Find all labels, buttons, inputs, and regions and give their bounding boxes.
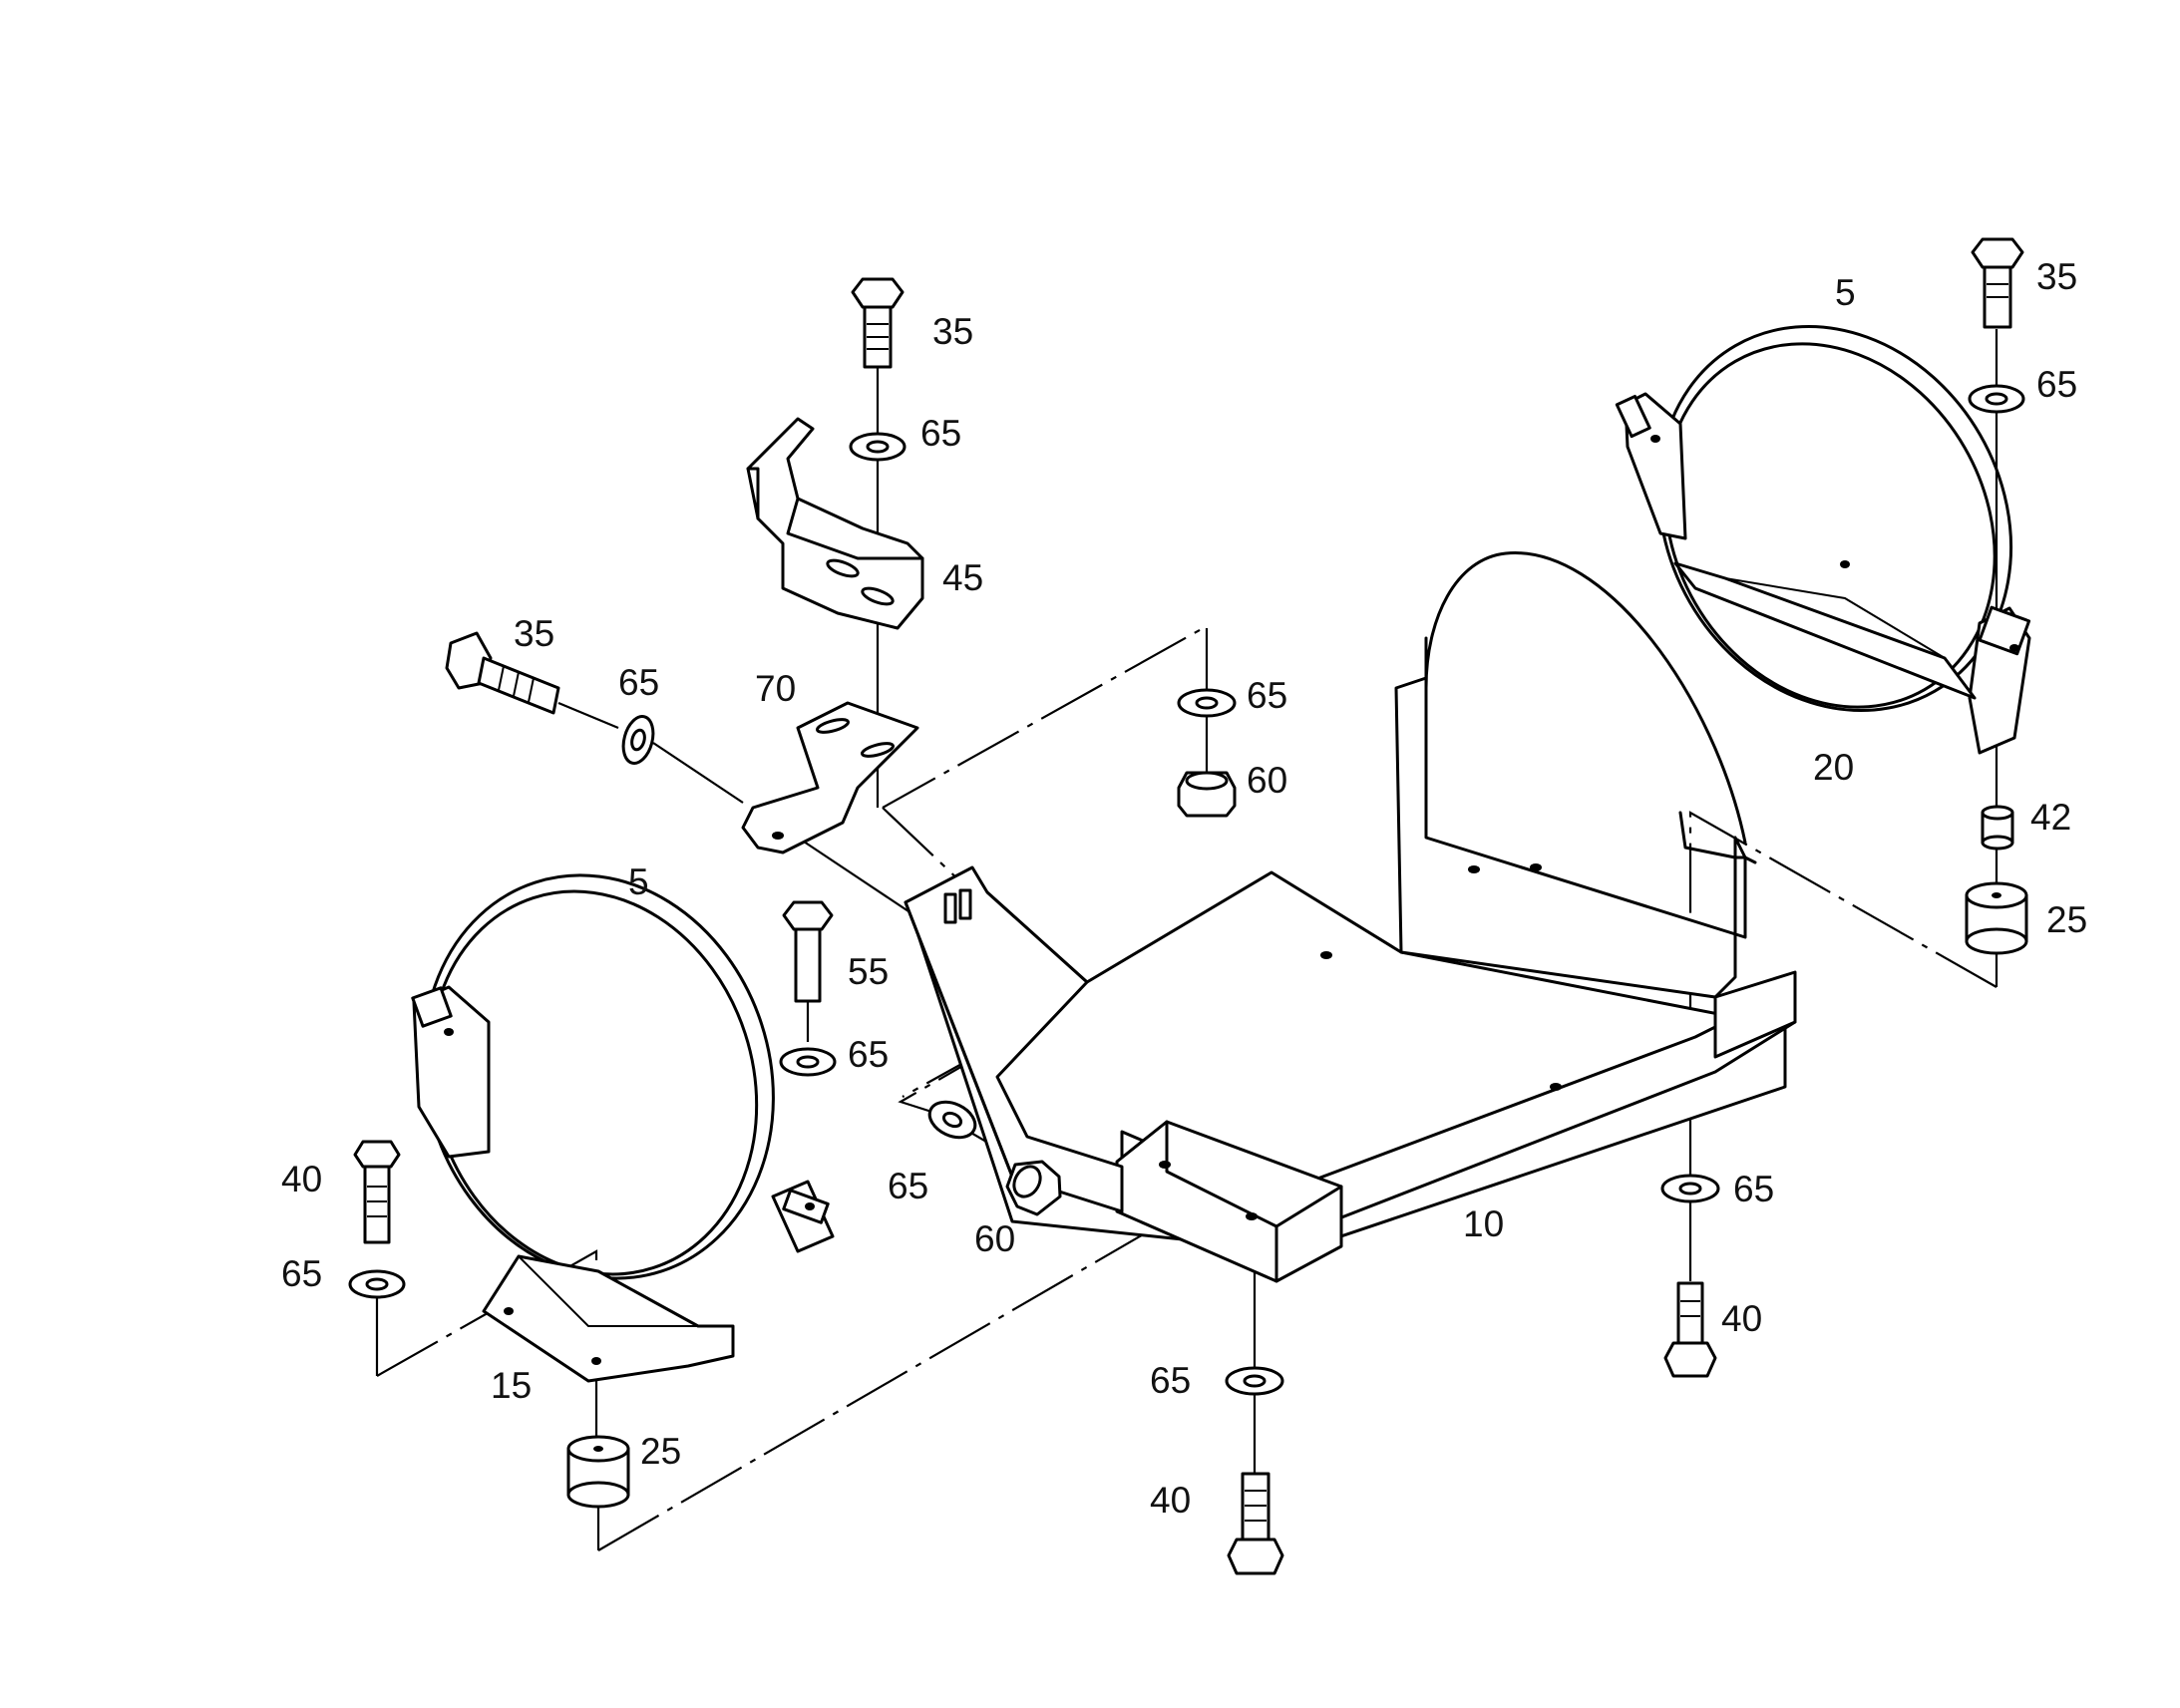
washer-65-top [849,432,907,462]
callout-65-left-low: 65 [281,1253,322,1294]
callout-10: 10 [1463,1203,1504,1244]
washer-65-left [621,715,655,765]
axis-nut-60-mid [882,624,1209,809]
rubber-mount-25-right [1965,881,2028,955]
callout-25-right: 25 [2046,899,2087,940]
washer-65-left-low [348,1269,406,1299]
callout-65-top: 65 [920,413,961,454]
callout-5-right: 5 [1835,272,1856,313]
callout-40-left: 40 [281,1159,322,1199]
callout-65-lower: 65 [888,1166,928,1206]
callout-65-mid: 65 [1247,675,1287,716]
callout-65-frame: 65 [1733,1169,1774,1209]
callout-labels: 35 65 45 35 65 70 65 60 5 35 65 20 42 25… [281,256,2087,1521]
callout-5-left: 5 [628,861,649,902]
frame-part-10 [904,551,1797,1283]
washer-65-lower [927,1100,977,1140]
callout-70: 70 [755,668,796,709]
spacer-42 [1981,805,2014,851]
callout-65-center: 65 [848,1034,889,1075]
rubber-mount-25-left [566,1435,630,1509]
callout-40-bottom: 40 [1150,1480,1191,1521]
bolt-40-left [353,1140,401,1244]
callout-65-left: 65 [618,662,659,703]
callout-25-left: 25 [640,1431,681,1472]
axis-right-mount [1688,811,1998,988]
band-clamp-left-part-5 [411,873,835,1383]
callout-20: 20 [1813,747,1854,788]
washer-65-mid [1177,688,1237,718]
callout-35-top: 35 [932,311,973,352]
band-clamp-right-part-5 [1615,325,2031,755]
washer-65-frame [1660,1174,1720,1203]
callout-55: 55 [848,951,889,992]
callout-65-bottom: 65 [1150,1360,1191,1401]
callout-60-lower: 60 [974,1218,1015,1259]
bracket-part-70 [741,701,919,854]
washer-65-center [779,1047,837,1077]
bolt-40-bottom [1227,1472,1284,1575]
callout-42: 42 [2030,797,2071,838]
callout-65-right: 65 [2036,364,2077,405]
callout-40-frame: 40 [1721,1298,1762,1339]
bolt-35-left [445,631,560,715]
nut-60-lower [1005,1160,1062,1216]
callout-45: 45 [942,557,983,598]
bolt-35-top [851,277,905,369]
callout-60-mid: 60 [1247,760,1287,801]
callout-35-left: 35 [514,613,554,654]
washer-65-right [1968,384,2025,414]
bolt-55 [782,900,834,1003]
bolt-35-right [1971,237,2024,329]
washer-65-bottom [1225,1366,1284,1396]
bolt-40-frame [1663,1281,1717,1378]
callout-35-right: 35 [2036,256,2077,297]
callout-15: 15 [491,1365,532,1406]
nut-60-mid [1177,771,1237,818]
bracket-part-45 [746,417,924,630]
